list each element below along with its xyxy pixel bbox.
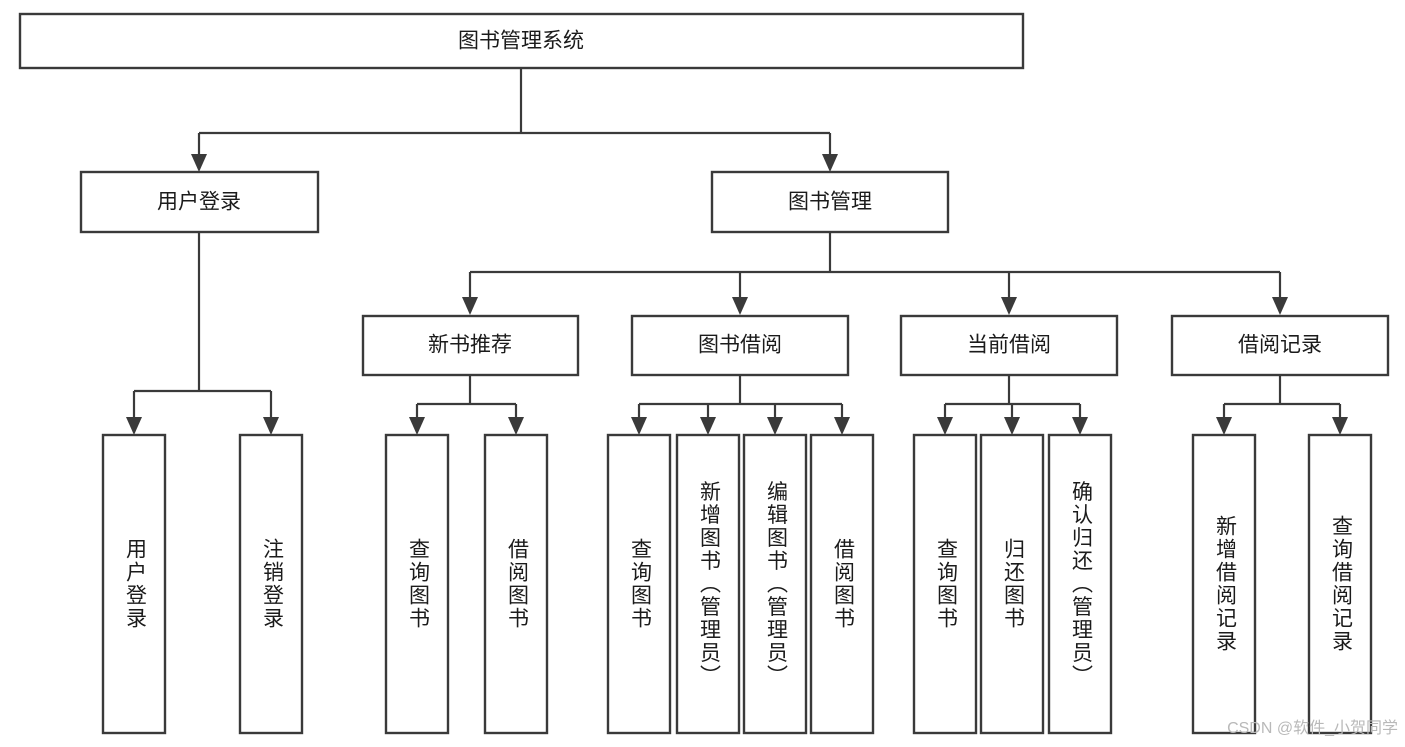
arrow-head-leaf-edit-book [767, 417, 783, 435]
node-leaf-edit-book-box[interactable] [742, 433, 808, 735]
node-leaf-user-logout-box[interactable] [238, 433, 304, 735]
arrow-head-user-login [191, 154, 207, 172]
node-leaf-query-record[interactable]: 查询借阅记录 [1307, 433, 1373, 735]
node-leaf-add-book-label: 新增图书（管理员） [697, 481, 721, 688]
node-new-book-recommend-box[interactable] [361, 314, 580, 377]
node-root-system[interactable]: 图书管理系统 [18, 12, 1025, 70]
node-leaf-confirm-return-box[interactable] [1047, 433, 1113, 735]
node-leaf-add-record-box[interactable] [1191, 433, 1257, 735]
node-new-book-recommend[interactable]: 新书推荐 [361, 314, 580, 377]
arrow-head-book-manage [822, 154, 838, 172]
node-leaf-query-book-3-label: 查询图书 [934, 538, 958, 630]
node-leaf-query-book-3[interactable]: 查询图书 [912, 433, 978, 735]
node-leaf-query-book-1[interactable]: 查询图书 [384, 433, 450, 735]
connector-group-user-login [126, 232, 279, 435]
node-leaf-borrow-book-2-label: 借阅图书 [831, 538, 855, 630]
arrow-head-leaf-user-login [126, 417, 142, 435]
arrow-head-leaf-borrow-book-1 [508, 417, 524, 435]
node-leaf-query-book-1-box[interactable] [384, 433, 450, 735]
node-leaf-add-book[interactable]: 新增图书（管理员） [675, 433, 741, 735]
node-user-login-box[interactable] [79, 170, 320, 234]
arrow-head-leaf-query-book-1 [409, 417, 425, 435]
node-root-system-label: 图书管理系统 [458, 30, 584, 53]
connector-group-book-borrow [631, 375, 850, 435]
node-leaf-borrow-book-2[interactable]: 借阅图书 [809, 433, 875, 735]
node-leaf-confirm-return-label: 确认归还（管理员） [1069, 481, 1093, 688]
node-leaf-user-login-box[interactable] [101, 433, 167, 735]
node-leaf-user-logout-label: 注销登录 [260, 538, 284, 630]
node-leaf-add-record-label: 新增借阅记录 [1213, 515, 1237, 653]
node-borrow-record[interactable]: 借阅记录 [1170, 314, 1390, 377]
node-leaf-add-record[interactable]: 新增借阅记录 [1191, 433, 1257, 735]
node-leaf-user-login-label: 用户登录 [123, 538, 147, 630]
node-leaf-edit-book-label: 编辑图书（管理员） [764, 481, 788, 688]
arrow-head-leaf-user-logout [263, 417, 279, 435]
arrow-head-new-book-recommend [462, 297, 478, 315]
node-leaf-edit-book[interactable]: 编辑图书（管理员） [742, 433, 808, 735]
csdn-watermark: CSDN @软件_小贺同学 [1227, 719, 1398, 737]
node-current-borrow-box[interactable] [899, 314, 1119, 377]
node-user-login[interactable]: 用户登录 [79, 170, 320, 234]
node-book-borrow-label: 图书借阅 [698, 334, 782, 357]
arrow-head-leaf-return-book [1004, 417, 1020, 435]
arrow-head-leaf-query-book-3 [937, 417, 953, 435]
node-leaf-borrow-book-2-box[interactable] [809, 433, 875, 735]
node-leaf-borrow-book-1-box[interactable] [483, 433, 549, 735]
connector-group-current-borrow [937, 375, 1088, 435]
arrow-head-current-borrow [1001, 297, 1017, 315]
node-book-manage-label: 图书管理 [788, 191, 872, 214]
arrow-head-leaf-query-book-2 [631, 417, 647, 435]
node-borrow-record-box[interactable] [1170, 314, 1390, 377]
node-current-borrow[interactable]: 当前借阅 [899, 314, 1119, 377]
node-borrow-record-label: 借阅记录 [1238, 334, 1322, 357]
node-book-manage[interactable]: 图书管理 [710, 170, 950, 234]
node-leaf-query-book-1-label: 查询图书 [406, 538, 430, 630]
node-user-login-label: 用户登录 [157, 191, 241, 214]
connector-group-borrow-record [1216, 375, 1348, 435]
node-leaf-borrow-book-1[interactable]: 借阅图书 [483, 433, 549, 735]
node-leaf-query-book-2-label: 查询图书 [628, 538, 652, 630]
node-leaf-user-logout[interactable]: 注销登录 [238, 433, 304, 735]
arrow-head-leaf-query-record [1332, 417, 1348, 435]
node-book-borrow-box[interactable] [630, 314, 850, 377]
node-book-manage-box[interactable] [710, 170, 950, 234]
arrow-head-leaf-add-book [700, 417, 716, 435]
node-leaf-query-record-label: 查询借阅记录 [1329, 515, 1353, 653]
connector-group-root [191, 68, 838, 172]
arrow-head-leaf-borrow-book-2 [834, 417, 850, 435]
node-leaf-add-book-box[interactable] [675, 433, 741, 735]
arrow-head-book-borrow [732, 297, 748, 315]
node-root-system-box[interactable] [18, 12, 1025, 70]
arrow-head-borrow-record [1272, 297, 1288, 315]
node-current-borrow-label: 当前借阅 [967, 334, 1051, 357]
node-book-borrow[interactable]: 图书借阅 [630, 314, 850, 377]
connector-group-new-book-recommend [409, 375, 524, 435]
node-new-book-recommend-label: 新书推荐 [428, 334, 512, 357]
node-leaf-return-book-label: 归还图书 [1001, 538, 1025, 630]
arrow-head-leaf-add-record [1216, 417, 1232, 435]
arrow-head-leaf-confirm-return [1072, 417, 1088, 435]
node-leaf-query-book-2[interactable]: 查询图书 [606, 433, 672, 735]
node-leaf-query-book-3-box[interactable] [912, 433, 978, 735]
connector-group-book-manage [462, 232, 1288, 315]
node-leaf-return-book[interactable]: 归还图书 [979, 433, 1045, 735]
node-leaf-confirm-return[interactable]: 确认归还（管理员） [1047, 433, 1113, 735]
node-leaf-query-book-2-box[interactable] [606, 433, 672, 735]
node-leaf-query-record-box[interactable] [1307, 433, 1373, 735]
node-leaf-user-login[interactable]: 用户登录 [101, 433, 167, 735]
node-leaf-borrow-book-1-label: 借阅图书 [505, 538, 529, 630]
node-leaf-return-book-box[interactable] [979, 433, 1045, 735]
